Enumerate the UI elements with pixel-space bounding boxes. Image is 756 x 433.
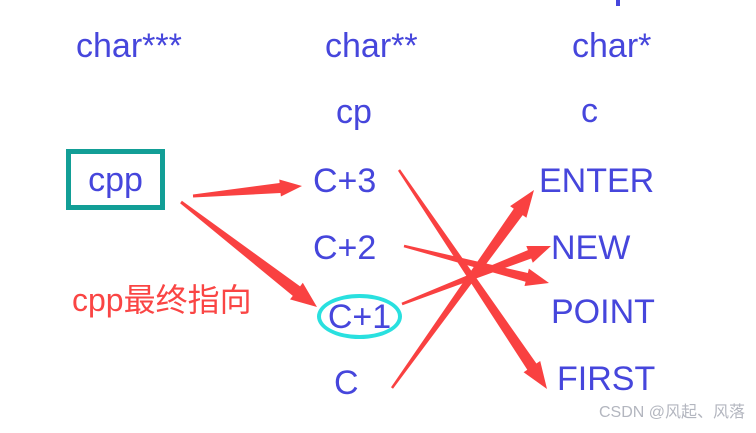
var-label-c: c <box>581 92 598 130</box>
cell-c-plus-3: C+3 <box>313 162 377 200</box>
arrow-c-plus-1-to-new <box>401 246 551 306</box>
cpp-label: cpp <box>88 160 143 199</box>
watermark: CSDN @风起、风落 <box>598 404 745 421</box>
string-enter: ENTER <box>539 162 655 200</box>
string-new: NEW <box>551 229 631 267</box>
annotation-cpp-final-target: cpp最终指向 <box>72 282 252 318</box>
cell-c: C <box>334 364 359 402</box>
arrow-c-to-enter <box>391 190 534 389</box>
header-char-double-pointer: char** <box>325 27 418 65</box>
cell-c-plus-1: C+1 <box>327 297 392 336</box>
header-char-pointer: char* <box>572 27 652 65</box>
cpp-highlight-box: cpp <box>66 149 165 210</box>
string-point: POINT <box>551 293 655 331</box>
arrow-c-plus-3-to-first <box>398 169 547 389</box>
string-first: FIRST <box>557 360 656 398</box>
cell-c-plus-2: C+2 <box>313 229 377 267</box>
header-char-triple-pointer: char*** <box>76 27 182 65</box>
var-label-cp: cp <box>336 93 372 131</box>
arrow-c-plus-2-to-point <box>403 244 549 286</box>
c-plus-1-highlight-ellipse: C+1 <box>317 294 402 339</box>
clipped-glyph-fragment <box>616 0 620 6</box>
arrow-cpp-to-c-plus-3 <box>192 179 302 198</box>
